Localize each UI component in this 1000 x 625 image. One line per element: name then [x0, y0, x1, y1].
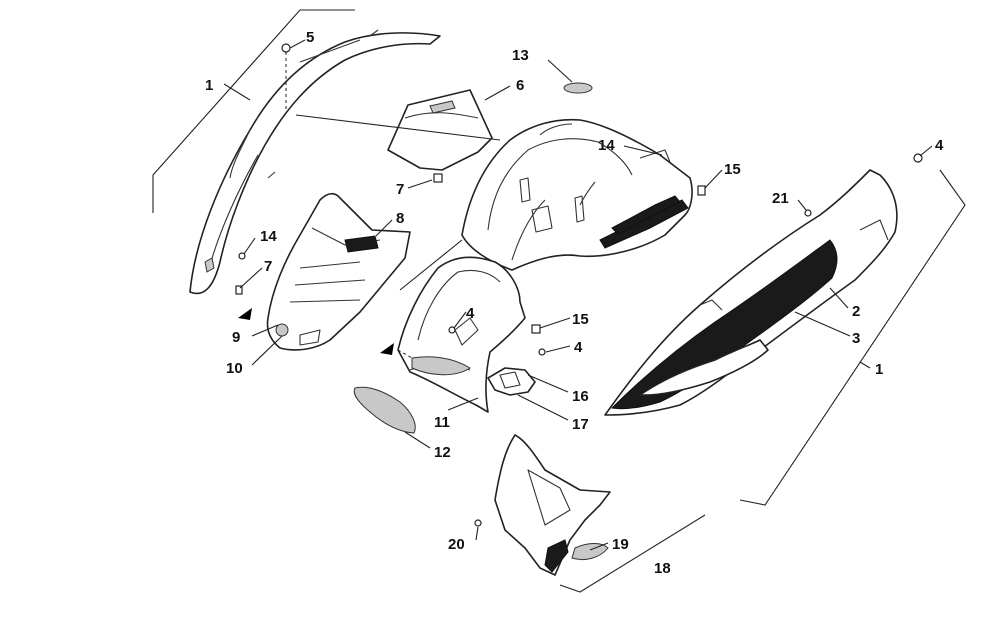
callout-4-top: 4: [935, 137, 944, 154]
mount-bracket: [487, 367, 536, 396]
callout-11: 11: [434, 414, 450, 431]
callout-12: 12: [434, 444, 451, 461]
louvered-vent: [266, 192, 411, 351]
screw-14-left: [238, 252, 246, 260]
screw-5: [281, 43, 291, 53]
orientation-arrow-center: [380, 343, 394, 355]
screw-4-low: [538, 348, 546, 356]
callout-16: 16: [572, 388, 589, 405]
callout-9: 9: [232, 329, 240, 346]
callout-14-left: 14: [260, 228, 277, 245]
right-side-panel: [604, 169, 898, 416]
callout-7-top: 7: [396, 181, 404, 198]
orientation-arrow-left: [238, 308, 252, 320]
cap-lens: [563, 82, 593, 94]
screw-4-mid: [448, 326, 456, 334]
callout-15-top: 15: [724, 161, 741, 178]
clip-7-left: [235, 285, 243, 295]
callout-6: 6: [516, 77, 524, 94]
clip-15-mid: [531, 324, 541, 334]
callout-13: 13: [512, 47, 529, 64]
assembly-bracket-left: [152, 9, 355, 213]
callout-17: 17: [572, 416, 589, 433]
callout-10: 10: [226, 360, 243, 377]
callout-1-right: 1: [875, 361, 883, 378]
leader-lines: [223, 39, 933, 551]
callout-5: 5: [306, 29, 314, 46]
deflector-plate: [387, 89, 493, 171]
hardware: [235, 43, 923, 527]
callout-8: 8: [396, 210, 404, 227]
lower-belly-pan: [494, 434, 611, 576]
mesh-grille: [353, 386, 416, 434]
screw-21: [804, 209, 812, 217]
clip-15-top: [697, 185, 706, 196]
callout-7-left: 7: [264, 258, 272, 275]
lower-front-panel: [397, 256, 526, 413]
screw-20: [474, 519, 482, 527]
center-hood: [461, 118, 693, 271]
assembly-bracket-right: [739, 169, 966, 506]
callout-21: 21: [772, 190, 789, 207]
clip-7-top: [433, 173, 443, 183]
callout-2: 2: [852, 303, 860, 320]
left-side-panel: [189, 29, 441, 295]
callout-4-mid: 4: [466, 305, 475, 322]
callout-1-left: 1: [205, 77, 213, 94]
callout-14-top: 14: [598, 137, 615, 154]
callout-15-mid: 15: [572, 311, 589, 328]
callout-4-low: 4: [574, 339, 583, 356]
callout-19: 19: [612, 536, 629, 553]
assembly-bracket-bottom: [559, 514, 706, 593]
callout-3: 3: [852, 330, 860, 347]
callout-20: 20: [448, 536, 465, 553]
callout-18: 18: [654, 560, 671, 577]
